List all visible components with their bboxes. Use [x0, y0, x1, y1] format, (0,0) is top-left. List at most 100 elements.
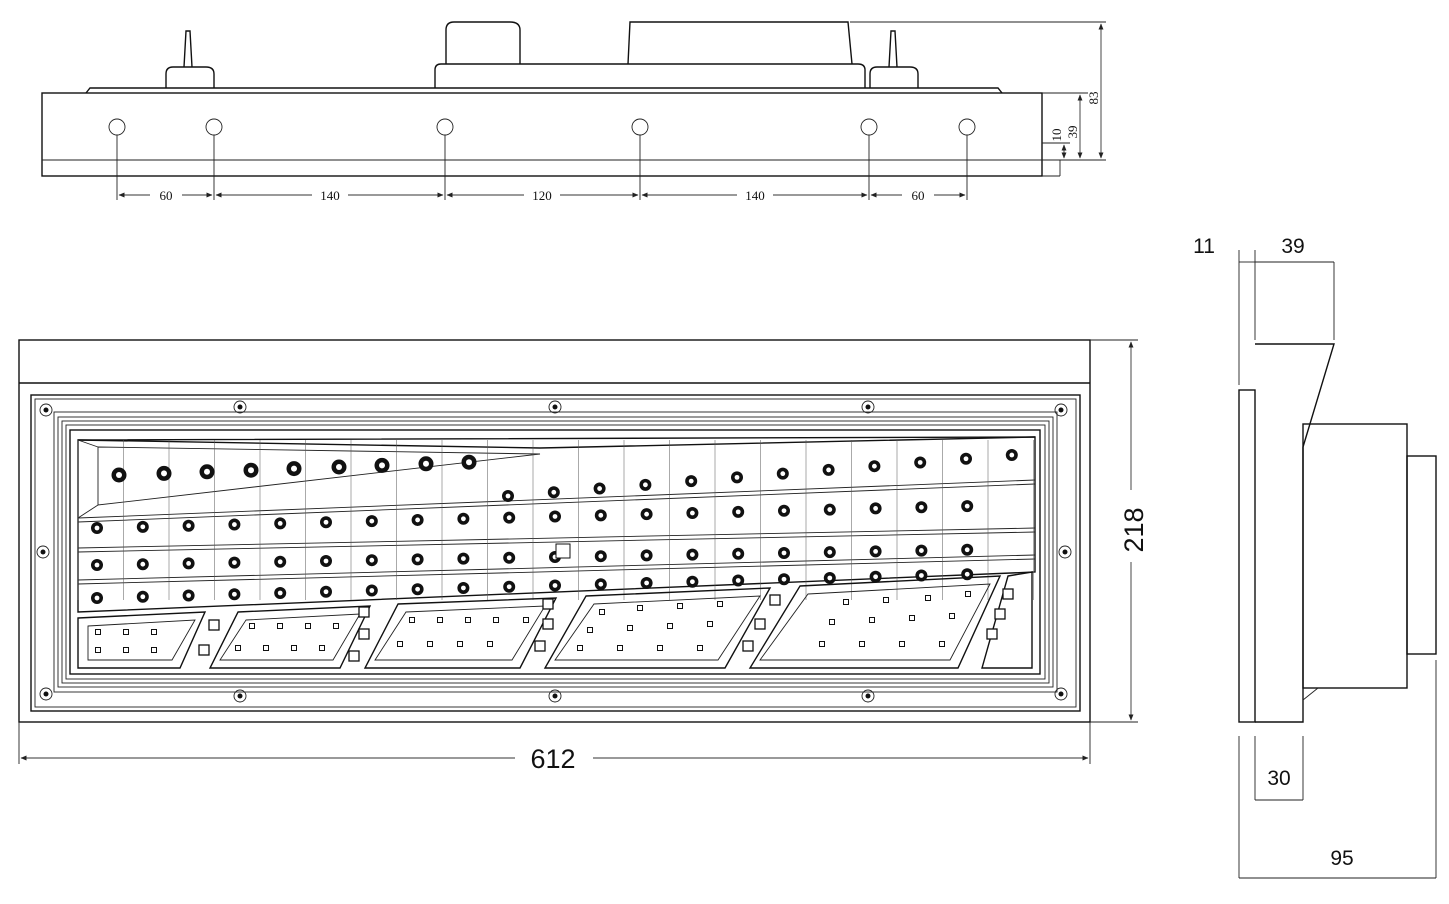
height-label-83: 83	[1086, 92, 1101, 105]
spacing-label-3: 120	[532, 188, 552, 203]
spacing-label-5: 60	[912, 188, 925, 203]
led-core	[873, 506, 878, 511]
led-core	[506, 584, 512, 590]
led-core	[644, 511, 649, 517]
segment-led	[151, 647, 157, 653]
led-core	[598, 512, 604, 518]
side-dim-11: 11	[1193, 235, 1215, 258]
segment-led	[457, 641, 463, 647]
divider-led	[986, 628, 998, 640]
top-view: 60 140 120 140 60 10 39 83	[41, 21, 1106, 203]
led-core	[461, 516, 466, 522]
led-core	[232, 522, 237, 527]
led-core	[415, 556, 420, 562]
segment-led	[263, 645, 269, 651]
led-core	[461, 556, 466, 561]
segment-led	[965, 591, 971, 597]
frame-screws	[36, 400, 1072, 703]
led-core	[506, 515, 512, 521]
led-core	[232, 560, 237, 565]
segment-led	[123, 647, 129, 653]
led-core	[277, 559, 283, 565]
led-core	[323, 558, 329, 564]
led-core	[277, 520, 283, 526]
led-core	[827, 549, 833, 555]
segment-led	[949, 613, 955, 619]
led-core	[644, 580, 649, 586]
led-core	[963, 456, 969, 462]
divider-led	[1002, 588, 1014, 600]
width-label: 612	[530, 744, 575, 774]
segment-led	[939, 641, 945, 647]
led-core	[919, 504, 924, 510]
divider-led	[348, 650, 360, 662]
divider-led	[769, 594, 781, 606]
segment-led	[305, 623, 311, 629]
led-core	[690, 552, 695, 557]
led-core	[644, 552, 649, 558]
segment-led	[627, 625, 633, 631]
led-core	[964, 547, 970, 553]
segment-led	[249, 623, 255, 629]
side-dim-39: 39	[1281, 235, 1304, 258]
led-core	[505, 493, 511, 499]
segment-led	[883, 597, 889, 603]
segment-led	[95, 629, 101, 635]
segment-led	[409, 617, 415, 623]
divider-led	[358, 606, 370, 618]
segment-led	[319, 645, 325, 651]
led-core	[643, 482, 648, 488]
led-core	[873, 574, 878, 580]
segment-led	[291, 645, 297, 651]
segment-led	[599, 609, 605, 615]
height-dimensions: 10 39 83	[850, 21, 1106, 161]
divider-led	[542, 598, 554, 610]
segment-led	[819, 641, 825, 647]
led-core	[277, 590, 283, 596]
led-core	[323, 589, 329, 595]
led-core	[688, 478, 694, 484]
segment-led	[437, 617, 443, 623]
segment-led	[577, 645, 583, 651]
mounting-holes	[108, 118, 976, 200]
led-core	[551, 489, 557, 495]
segment-led	[869, 617, 875, 623]
side-dimensions: 11 39 30 95	[1193, 235, 1437, 879]
led-core	[690, 510, 695, 516]
led-core	[552, 583, 558, 588]
led-core	[232, 591, 237, 597]
led-core	[94, 562, 100, 568]
segment-led	[277, 623, 283, 629]
front-view: 612 218	[18, 339, 1149, 774]
led-core	[369, 518, 375, 524]
segment-led	[123, 629, 129, 635]
led-core	[917, 460, 923, 465]
segment-led	[657, 645, 663, 651]
led-core	[781, 508, 787, 514]
led-core	[415, 517, 420, 523]
segment-led	[925, 595, 931, 601]
led-core	[597, 486, 602, 491]
led-large-core	[161, 470, 167, 477]
divider-led	[534, 640, 546, 652]
led-core	[369, 557, 375, 563]
segment-led	[493, 617, 499, 623]
led-core	[827, 507, 833, 512]
side-dim-30: 30	[1267, 767, 1290, 790]
led-large-core	[116, 472, 122, 478]
segment-led	[95, 647, 101, 653]
led-large-core	[423, 460, 429, 467]
led-core	[735, 509, 741, 515]
led-array	[91, 449, 1018, 604]
led-core	[552, 514, 558, 519]
led-core	[186, 593, 192, 598]
spacing-dimensions: 60 140 120 140 60	[118, 187, 966, 203]
segment-led	[717, 601, 723, 607]
led-core	[186, 560, 192, 566]
divider-led	[742, 640, 754, 652]
divider-led	[994, 608, 1006, 620]
led-core	[140, 561, 146, 567]
side-view: 11 39 30 95	[1193, 235, 1437, 879]
segment-led	[637, 605, 643, 611]
